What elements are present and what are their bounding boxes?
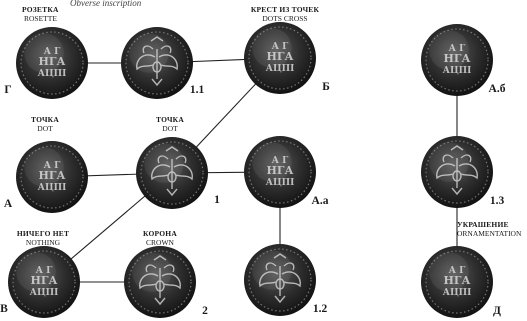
- coin-label-V: В: [0, 303, 8, 315]
- header-text: Obverse inscription: [70, 0, 142, 8]
- caption-dots-cross: КРЕСТ ИЗ ТОЧЕК DOTS CROSS: [251, 5, 320, 23]
- caption-nothing-ru: НИЧЕГО НЕТ: [17, 229, 69, 238]
- coin-inscription-line: НГА: [267, 164, 294, 177]
- coin-inscription-line: НГА: [39, 169, 66, 182]
- coin-1-1: 1.1: [121, 27, 204, 99]
- coin-label-2: 2: [202, 305, 208, 317]
- coin-V: А ГНГААЦПІВ: [0, 246, 80, 318]
- coin-highlight: [252, 250, 292, 290]
- caption-dot-center-ru: ТОЧКА: [156, 115, 184, 124]
- caption-crown-en: CROWN: [146, 238, 175, 247]
- caption-dot-left-ru: ТОЧКА: [31, 115, 59, 124]
- coin-label-1-2: 1.2: [313, 303, 328, 315]
- caption-dot-left: ТОЧКА DOT: [31, 115, 59, 133]
- caption-crown-ru: КОРОНА: [143, 229, 177, 238]
- coin-label-G: Г: [4, 84, 11, 96]
- coin-2: 2: [124, 246, 208, 318]
- caption-ornamentation-en: ORNAMENTATION: [457, 229, 522, 238]
- coin-inscription-line: АЦПІ: [266, 178, 295, 188]
- coin-inscription-line: АЦПІ: [38, 183, 67, 193]
- coin-label-1-3: 1.3: [490, 195, 505, 207]
- caption-dot-center-en: DOT: [162, 124, 178, 133]
- coin-label-A: А: [4, 198, 13, 210]
- coin-label-A-a: А.а: [312, 195, 329, 207]
- coin-1-3: 1.3: [421, 136, 504, 208]
- coin-inscription-line: АЦПІ: [38, 69, 67, 79]
- caption-rosette-ru: РОЗЕТКА: [22, 5, 59, 14]
- caption-ornamentation-ru: УКРАШЕНИЕ: [457, 220, 509, 229]
- caption-dot-center: ТОЧКА DOT: [156, 115, 184, 133]
- coin-highlight: [129, 33, 169, 73]
- coin-inscription-line: НГА: [39, 55, 66, 68]
- coin-inscription-line: НГА: [444, 274, 471, 287]
- coin-inscription-line: АЦПІ: [443, 288, 472, 298]
- coin-1-2: 1.2: [244, 244, 327, 316]
- coin-label-D: Д: [493, 305, 501, 317]
- caption-nothing: НИЧЕГО НЕТ NOTHING: [17, 229, 69, 247]
- caption-rosette-en: ROSETTE: [24, 14, 57, 23]
- coin-label-1: 1: [214, 194, 220, 206]
- coin-inscription-line: АЦПІ: [266, 64, 295, 74]
- coin-inscription-line: НГА: [444, 52, 471, 65]
- coin-1: 1: [136, 137, 220, 209]
- coin-highlight: [144, 143, 184, 183]
- coin-highlight: [429, 142, 469, 182]
- coin-highlight: [132, 252, 172, 292]
- caption-dots-cross-ru: КРЕСТ ИЗ ТОЧЕК: [251, 5, 320, 14]
- caption-ornamentation: УКРАШЕНИЕ ORNAMENTATION: [457, 220, 522, 238]
- coin-inscription-line: НГА: [267, 50, 294, 63]
- coin-label-1-1: 1.1: [190, 84, 205, 96]
- coin-inscription-line: АЦПІ: [443, 66, 472, 76]
- coin-inscription-line: АЦПІ: [30, 288, 59, 298]
- caption-dots-cross-en: DOTS CROSS: [262, 14, 307, 23]
- coin-inscription-line: НГА: [31, 274, 58, 287]
- caption-rosette: РОЗЕТКА ROSETTE: [22, 5, 59, 23]
- caption-nothing-en: NOTHING: [26, 238, 61, 247]
- coin-label-A-b: А.б: [489, 83, 506, 95]
- caption-dot-left-en: DOT: [37, 124, 53, 133]
- caption-crown: КОРОНА CROWN: [143, 229, 177, 247]
- coin-label-B: Б: [322, 81, 330, 93]
